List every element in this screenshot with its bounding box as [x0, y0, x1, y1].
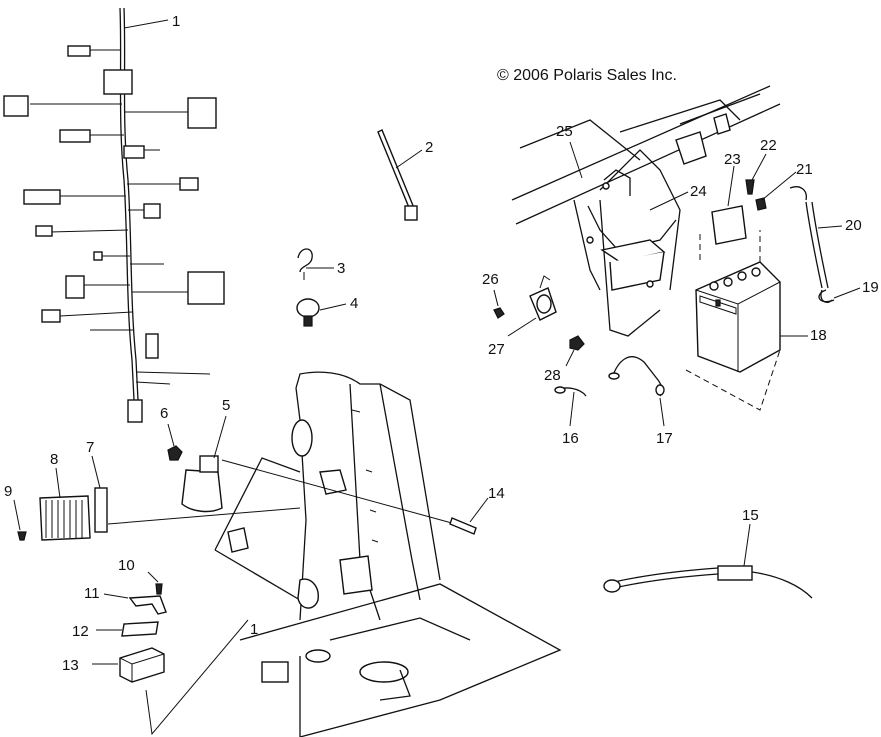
leader-11: [103, 593, 129, 599]
bracket-27: [529, 275, 557, 321]
coil-5: [181, 455, 223, 513]
guide-line-2: [221, 459, 471, 529]
bolt-14: [449, 517, 477, 535]
leader-20: [817, 225, 843, 229]
leader-28: [565, 349, 575, 367]
callout-8: 8: [50, 451, 58, 468]
callout-22: 22: [760, 137, 777, 154]
nut-6: [167, 445, 183, 461]
callout-14: 14: [488, 485, 505, 502]
module-13: [119, 647, 165, 683]
leader-15: [743, 523, 751, 567]
leader-6: [167, 423, 175, 447]
grommet-4: [296, 298, 320, 327]
callout-17: 17: [656, 430, 673, 447]
clip-3: [297, 248, 313, 280]
leader-21: [761, 171, 797, 201]
leader-5: [213, 415, 227, 459]
frame-center: [214, 371, 562, 737]
callout-19: 19: [862, 279, 879, 296]
cable-17: [608, 356, 665, 397]
callout-25: 25: [556, 123, 573, 140]
leader-19: [833, 287, 861, 299]
pad-12: [121, 621, 159, 637]
bracket-11: [128, 595, 167, 615]
callout-9: 9: [4, 483, 12, 500]
wiring-harness: [3, 7, 225, 423]
leader-17: [659, 397, 665, 427]
cable-20: [789, 186, 833, 304]
callout-20: 20: [845, 217, 862, 234]
leader-23: [727, 165, 735, 207]
leader-25: [569, 141, 583, 179]
leader-7: [91, 455, 101, 489]
callout-3: 3: [337, 260, 345, 277]
nut-21: [755, 197, 767, 211]
screw-9: [17, 531, 27, 541]
callout-27: 27: [488, 341, 505, 358]
callout-1: 1: [172, 13, 180, 30]
callout-18: 18: [810, 327, 827, 344]
callout-5: 5: [222, 397, 230, 414]
screw-10: [155, 583, 163, 595]
callout-24: 24: [690, 183, 707, 200]
callout-26: 26: [482, 271, 499, 288]
leader-1b: [145, 619, 249, 736]
callout-1b: 1: [250, 621, 258, 638]
callout-6: 6: [160, 405, 168, 422]
leader-10: [147, 571, 159, 583]
copyright-text: © 2006 Polaris Sales Inc.: [497, 67, 677, 84]
leader-8: [55, 467, 61, 499]
callout-4: 4: [350, 295, 358, 312]
bracket-7: [94, 487, 108, 533]
leader-24: [649, 191, 689, 211]
callout-10: 10: [118, 557, 135, 574]
nut-26: [493, 307, 505, 319]
leader-26: [493, 289, 499, 307]
leader-9: [13, 499, 21, 531]
regulator-8: [39, 495, 91, 541]
clip-19: [818, 289, 835, 303]
callout-7: 7: [86, 439, 94, 456]
leader-16: [569, 391, 575, 427]
callout-13: 13: [62, 657, 79, 674]
leader-14: [469, 497, 489, 523]
callout-28: 28: [544, 367, 561, 384]
leader-27: [507, 317, 537, 337]
callout-11: 11: [84, 585, 100, 602]
nut-28: [569, 335, 585, 351]
leader-22: [751, 153, 767, 181]
callout-21: 21: [796, 161, 813, 178]
callout-2: 2: [425, 139, 433, 156]
callout-15: 15: [742, 507, 759, 524]
callout-16: 16: [562, 430, 579, 447]
guide-line-1: [107, 507, 301, 525]
callout-23: 23: [724, 151, 741, 168]
cable-tie: [377, 129, 418, 221]
pad-23: [711, 205, 747, 245]
leader-2: [395, 149, 423, 169]
callout-12: 12: [72, 623, 89, 640]
frame-right: [511, 85, 781, 337]
screw-22: [745, 179, 755, 195]
leader-1: [123, 19, 169, 29]
battery-18: [685, 230, 781, 411]
cable-15: [603, 565, 813, 599]
cable-16: [554, 386, 587, 397]
leader-4: [319, 303, 347, 311]
